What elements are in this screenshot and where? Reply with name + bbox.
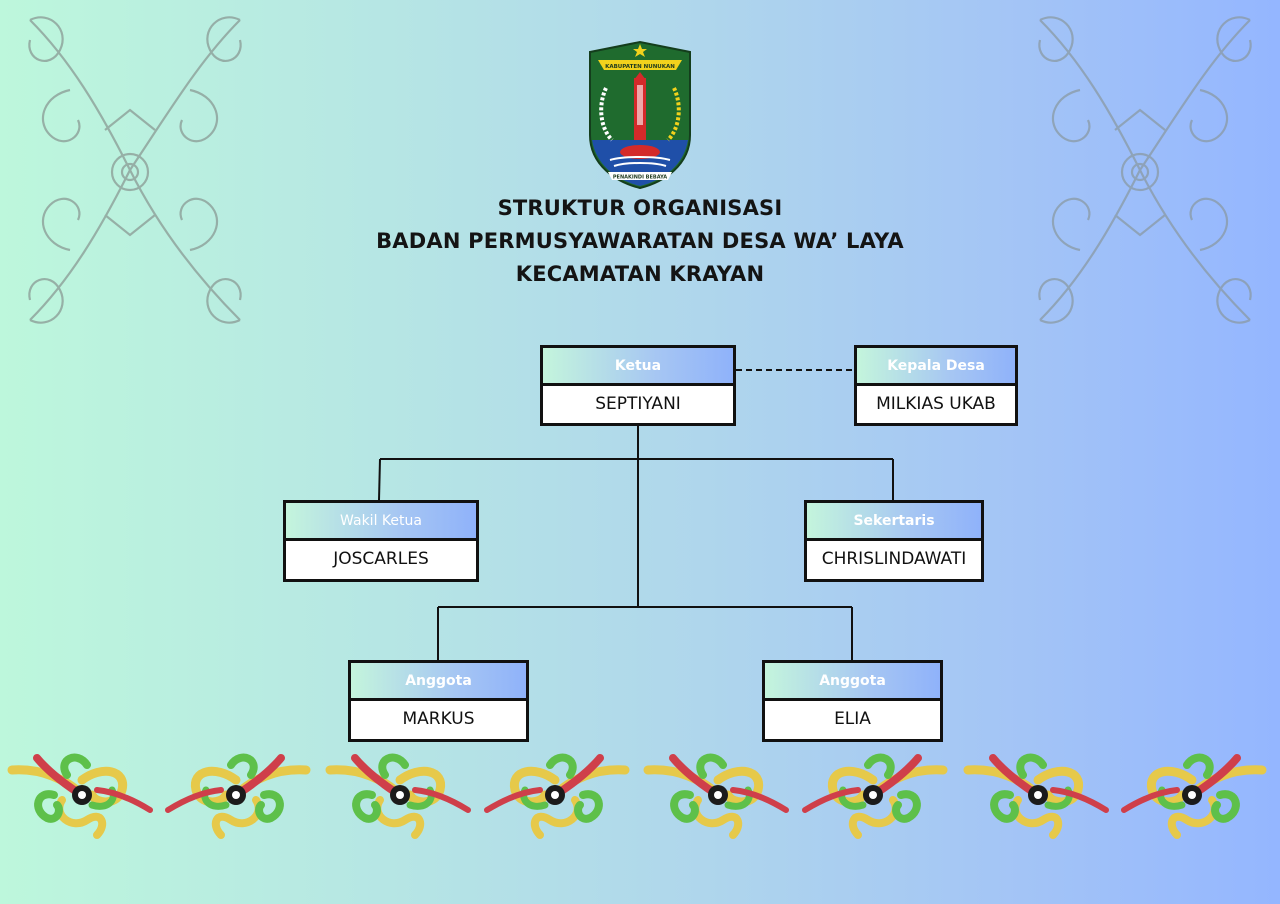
kepala-desa-box: Kepala Desa MILKIAS UKAB bbox=[854, 345, 1018, 426]
dayak-ornament-icon bbox=[1038, 16, 1252, 324]
anggota-2-box: Anggota ELIA bbox=[762, 660, 943, 742]
anggota-1-name: MARKUS bbox=[402, 708, 475, 729]
page-title-line-3: KECAMATAN KRAYAN bbox=[515, 262, 765, 286]
bottom-ornament-border bbox=[0, 745, 1280, 845]
anggota-2-name: ELIA bbox=[834, 708, 871, 729]
page-title-line-1: STRUKTUR ORGANISASI bbox=[497, 196, 783, 220]
connector-wakil bbox=[378, 458, 381, 501]
ketua-name: SEPTIYANI bbox=[595, 393, 681, 414]
dayak-ornament-icon bbox=[28, 16, 242, 324]
kepala-desa-role: Kepala Desa bbox=[857, 348, 1015, 386]
sekertaris-box: Sekertaris CHRISLINDAWATI bbox=[804, 500, 984, 582]
wakil-ketua-box: Wakil Ketua JOSCARLES bbox=[283, 500, 479, 582]
wakil-ketua-name: JOSCARLES bbox=[333, 548, 429, 569]
anggota-2-role: Anggota bbox=[765, 663, 940, 701]
sekertaris-role: Sekertaris bbox=[807, 503, 981, 541]
ketua-role: Ketua bbox=[543, 348, 733, 386]
ketua-box: Ketua SEPTIYANI bbox=[540, 345, 736, 426]
wakil-ketua-role: Wakil Ketua bbox=[286, 503, 476, 541]
page-title-line-2: BADAN PERMUSYAWARATAN DESA WA’ LAYA bbox=[376, 229, 904, 253]
kepala-desa-name: MILKIAS UKAB bbox=[876, 393, 996, 414]
anggota-1-box: Anggota MARKUS bbox=[348, 660, 529, 742]
emblem-banner-bottom: PENAKINDI BEBAYA bbox=[613, 175, 667, 181]
anggota-1-role: Anggota bbox=[351, 663, 526, 701]
sekertaris-name: CHRISLINDAWATI bbox=[821, 548, 967, 569]
kabupaten-nunukan-emblem: KABUPATEN NUNUKAN PENAKINDI BEBAYA bbox=[589, 40, 691, 190]
emblem-banner-top: KABUPATEN NUNUKAN bbox=[605, 64, 675, 70]
